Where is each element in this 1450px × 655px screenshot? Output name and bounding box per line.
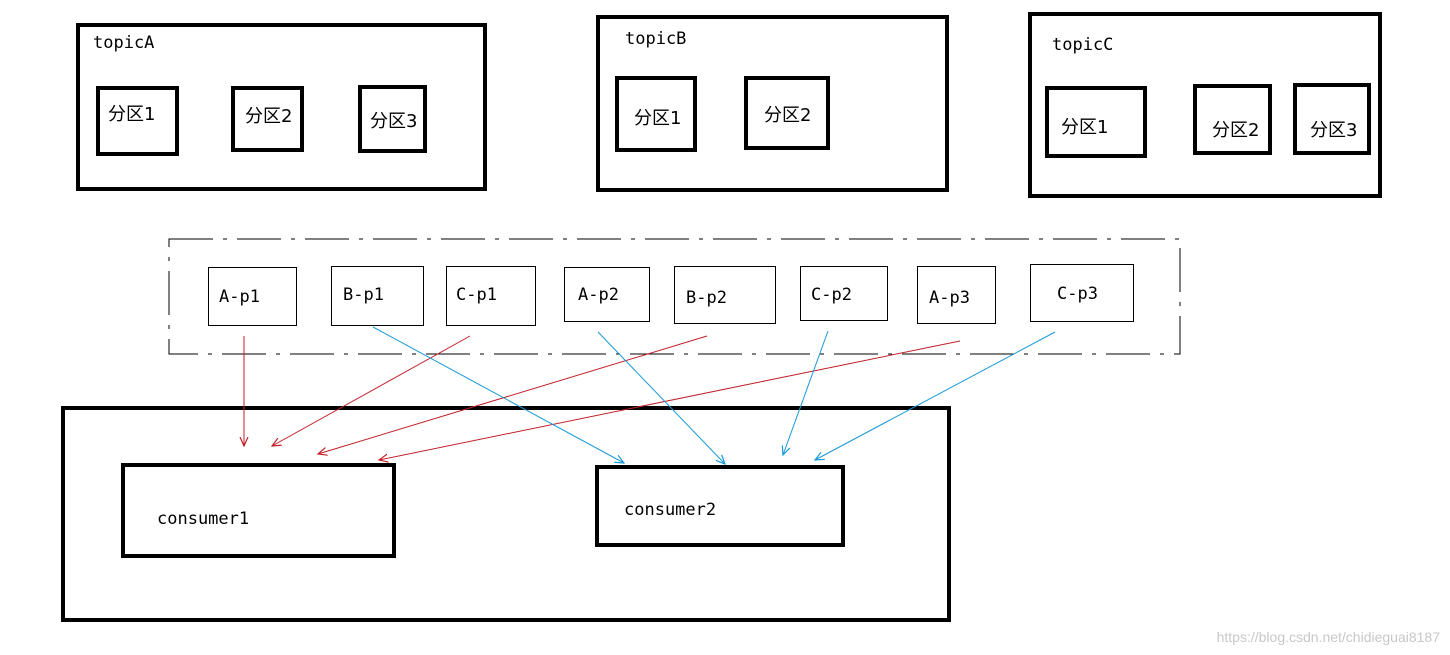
chip-c-p2-label: C-p2 [811, 285, 852, 305]
watermark-text: https://blog.csdn.net/chidieguai8187 [1216, 629, 1440, 645]
chip-b-p1-label: B-p1 [343, 285, 384, 305]
chip-c-p3-label: C-p3 [1057, 284, 1098, 304]
topic-a-box [76, 23, 487, 191]
consumer2-label: consumer2 [624, 500, 717, 520]
chip-c-p1-label: C-p1 [456, 285, 497, 305]
topic-a-partition-2-label: 分区2 [245, 106, 293, 127]
topic-c-partition-2 [1193, 84, 1272, 155]
topic-c-partition-3-label: 分区3 [1310, 120, 1358, 141]
topic-a-partition-2 [231, 86, 304, 152]
chip-a-p3-label: A-p3 [929, 288, 970, 308]
topic-a-partition-3-label: 分区3 [370, 111, 418, 132]
chip-b-p2-label: B-p2 [686, 288, 727, 308]
topic-b-label: topicB [625, 29, 687, 49]
topic-a-label: topicA [93, 33, 155, 53]
topic-b-box [596, 15, 949, 192]
chip-a-p1-label: A-p1 [219, 287, 260, 307]
topic-a-partition-1-label: 分区1 [108, 104, 156, 125]
topic-b-partition-2-label: 分区2 [764, 105, 812, 126]
topic-a-partition-1 [96, 86, 179, 156]
chip-a-p2-label: A-p2 [578, 285, 619, 305]
topic-c-label: topicC [1052, 35, 1114, 55]
topic-a-partition-3 [358, 85, 427, 153]
topic-b-partition-1-label: 分区1 [634, 108, 682, 129]
topic-c-partition-2-label: 分区2 [1212, 120, 1260, 141]
topic-c-partition-3 [1293, 83, 1371, 155]
topic-c-box [1028, 12, 1382, 198]
consumer2-box [595, 465, 845, 547]
topic-c-partition-1 [1045, 86, 1147, 158]
topic-b-partition-1 [615, 76, 697, 152]
consumer1-box [121, 463, 396, 558]
topic-c-partition-1-label: 分区1 [1061, 117, 1109, 138]
consumer1-label: consumer1 [157, 509, 250, 529]
topic-b-partition-2 [744, 76, 830, 150]
